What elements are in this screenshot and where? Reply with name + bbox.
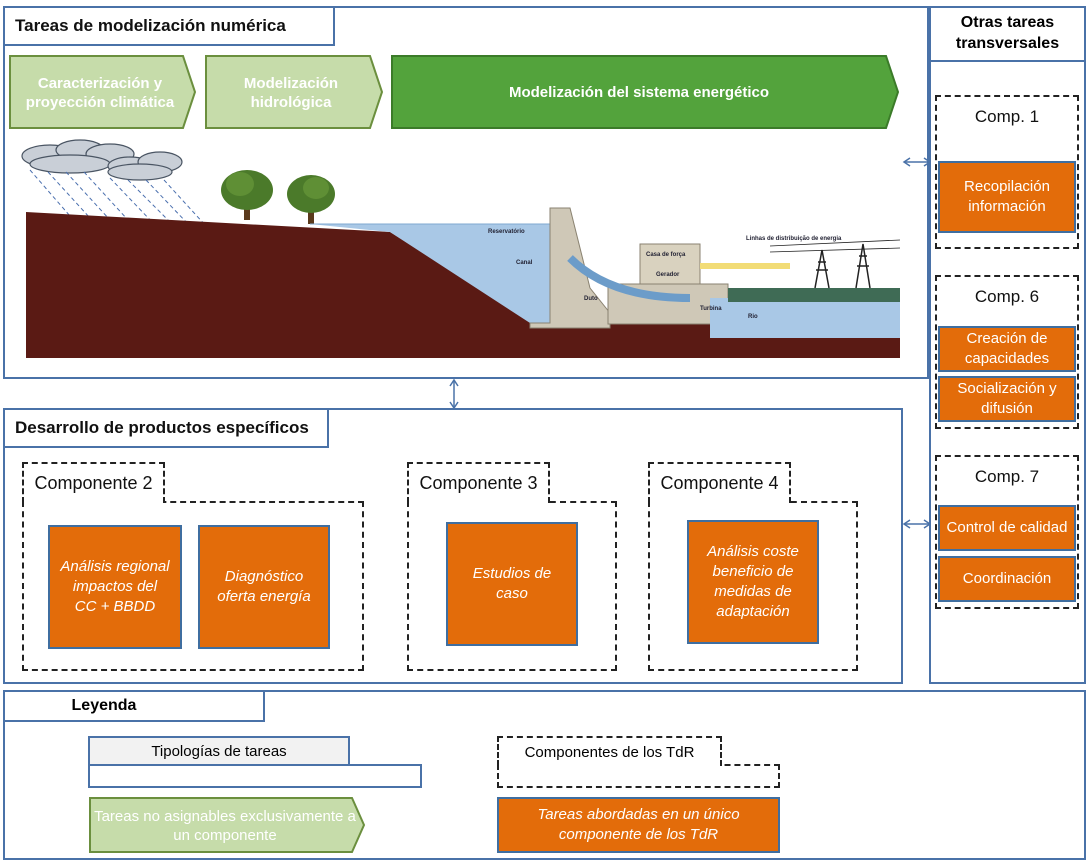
vertical-connector-arrow: [449, 378, 459, 410]
label-turbine: Turbina: [700, 306, 722, 312]
arrow-energy-system: [391, 55, 900, 129]
component4-label: Componente 4: [648, 462, 791, 503]
task-recopilacion: Recopilación información: [938, 161, 1076, 233]
horizontal-connector-bottom: [902, 519, 932, 529]
label-canal: Canal: [516, 260, 533, 266]
legend-task-type-bar: [88, 764, 422, 788]
legend-single-component: Tareas abordadas en un único componente …: [497, 797, 780, 853]
transmission-tower-icon: [769, 239, 900, 289]
dam: [529, 207, 611, 329]
task-control-calidad: Control de calidad: [938, 505, 1076, 551]
legend-task-type-tab: Tipologías de tareas: [88, 736, 350, 766]
cross-cutting-title-box: Otras tareas transversales: [929, 6, 1086, 62]
label-reservoir: Reservatório: [488, 229, 525, 235]
specific-products-title: Desarrollo de productos específicos: [3, 408, 329, 448]
arrow-hydrology: [205, 55, 384, 129]
cross-cutting-title: Otras tareas transversales: [955, 14, 1060, 52]
legend-tdr-label: Componentes de los TdR: [524, 743, 695, 761]
legend-title-box: Leyenda: [3, 690, 265, 722]
legend-non-assignable-arrow: [89, 797, 366, 853]
comp7-header: Comp. 7: [974, 467, 1040, 486]
legend-tdr-bar: [497, 764, 780, 788]
numerical-modelling-title: Tareas de modelización numérica: [3, 6, 335, 46]
task-socializacion: Socialización y difusión: [938, 376, 1076, 422]
label-powerhouse: Casa de força: [646, 252, 686, 258]
powerhouse: [639, 243, 701, 285]
label-river: Rio: [748, 314, 758, 320]
legend-non-assignable-label: Tareas no asignables exclusivamente a un…: [94, 807, 356, 845]
comp6-header: Comp. 6: [974, 287, 1040, 306]
rain-icon: [29, 169, 207, 227]
comp1-header: Comp. 1: [974, 107, 1040, 126]
legend-task-type-label: Tipologías de tareas: [151, 742, 287, 760]
process-arrows: [9, 55, 900, 129]
label-lines: Linhas de distribuição de energia: [746, 236, 842, 242]
cloud-icon: [21, 139, 183, 181]
river-water: [710, 298, 900, 338]
task-coordinacion: Coordinación: [938, 556, 1076, 602]
hydropower-illustration: Reservatório Canal Duto Casa de força Ge…: [21, 139, 900, 358]
component2-label: Componente 2: [22, 462, 165, 503]
task-coste-beneficio: Análisis coste beneficio de medidas de a…: [687, 520, 819, 644]
arrow-climate: [9, 55, 197, 129]
arrow-hydrology-label: Modelización hidrológica: [243, 74, 339, 112]
task-analisis-regional: Análisis regional impactos del CC + BBDD: [48, 525, 182, 649]
label-generator: Gerador: [656, 272, 680, 278]
legend-title: Leyenda: [71, 697, 137, 714]
tree-icon: [221, 170, 335, 224]
reservoir-water: [310, 224, 550, 323]
task-estudios-caso: Estudios de caso: [446, 522, 578, 646]
horizontal-connector-top: [902, 157, 932, 167]
label-duto: Duto: [584, 296, 598, 302]
arrow-climate-label: Caracterización y proyección climática: [25, 74, 175, 112]
task-capacidades: Creación de capacidades: [938, 326, 1076, 372]
component3-label: Componente 3: [407, 462, 550, 503]
legend-tdr-tab: Componentes de los TdR: [497, 736, 722, 766]
arrow-energy-label: Modelización del sistema energético: [508, 84, 770, 102]
task-diagnostico: Diagnóstico oferta energía: [198, 525, 330, 649]
